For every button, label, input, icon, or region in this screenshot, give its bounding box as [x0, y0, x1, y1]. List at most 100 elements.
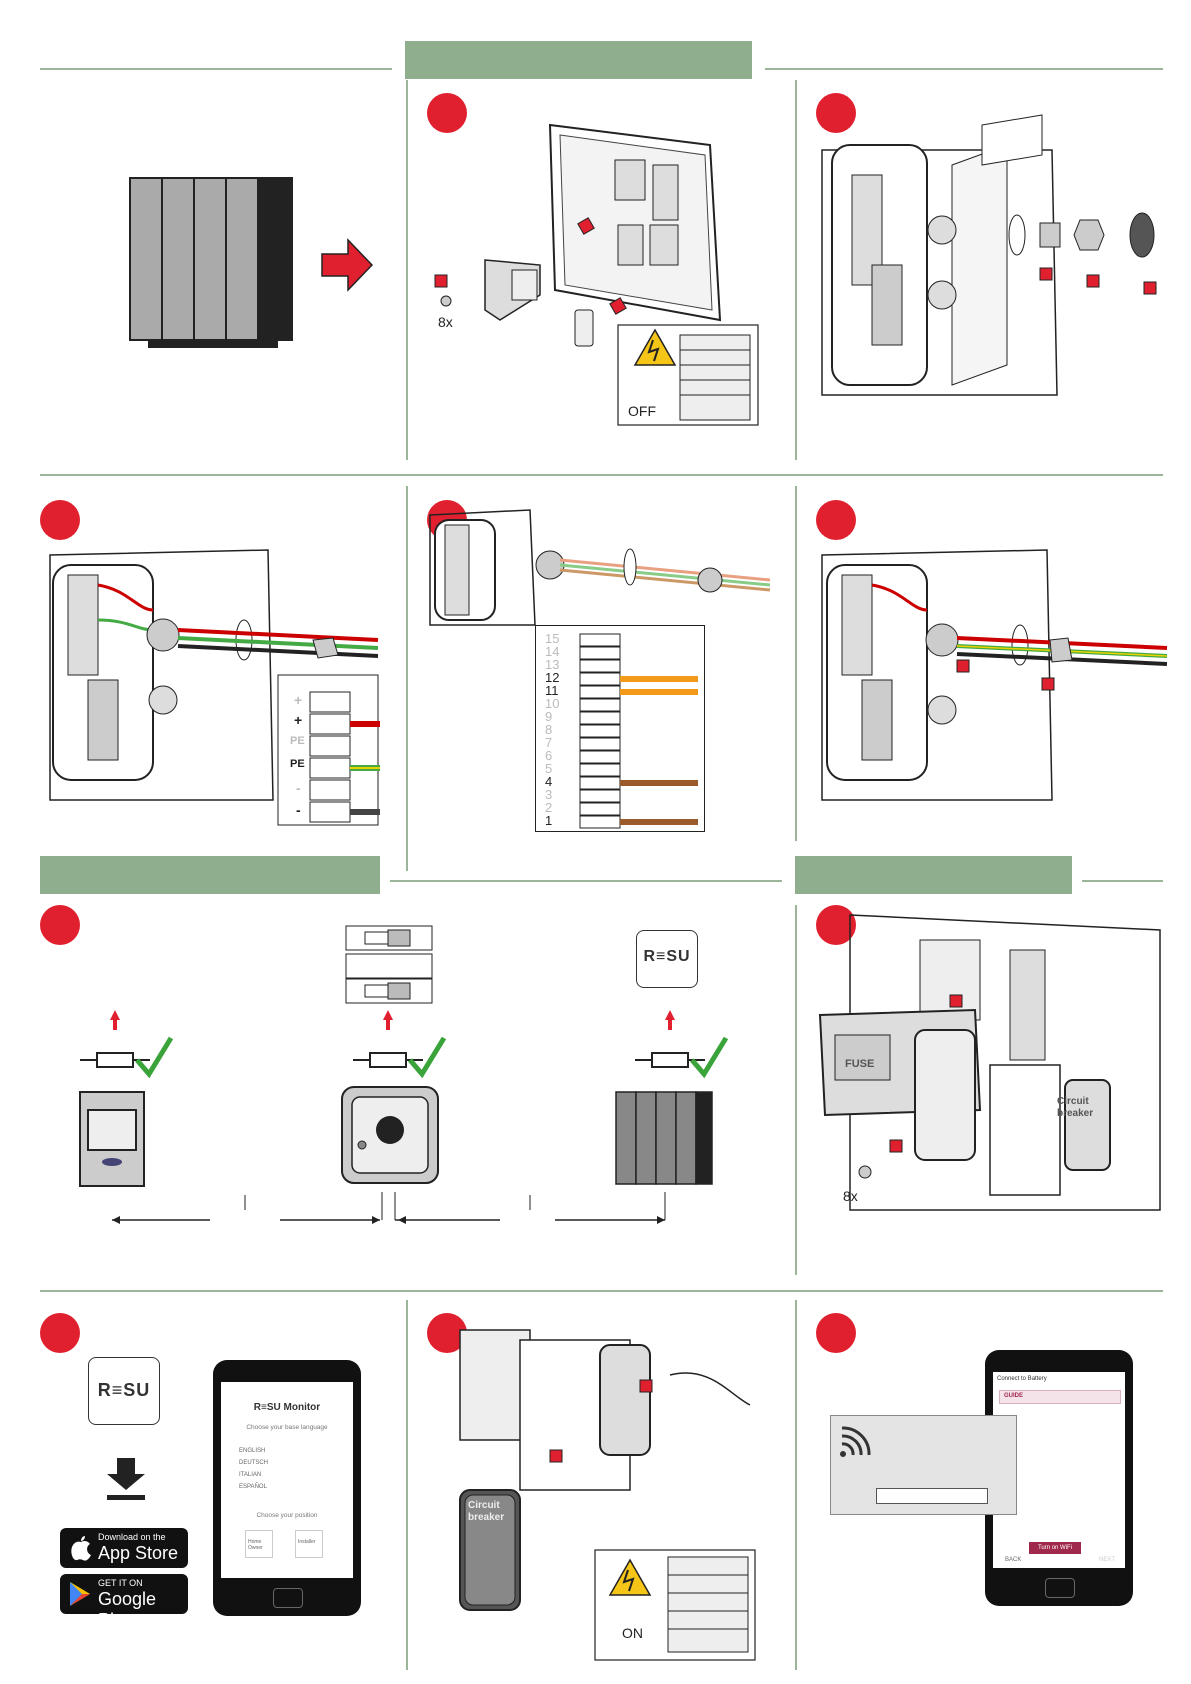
on-label: ON: [622, 1625, 643, 1641]
app-store-small: Download on the: [98, 1532, 166, 1542]
app-store-big: App Store: [98, 1543, 179, 1563]
terminal-slot: [579, 711, 621, 725]
circuit-breaker-label: Circuit breaker: [468, 1500, 505, 1523]
divider-row4: [40, 1290, 1163, 1292]
google-play-big: Google Play: [98, 1589, 157, 1630]
resu-app-logo: R≡SU: [97, 1380, 151, 1400]
resistor-check-2: [353, 1010, 447, 1079]
play-icon: [70, 1582, 90, 1606]
step-marker: [816, 93, 856, 133]
terminal-slot: [579, 646, 621, 660]
polarity-label: +: [294, 692, 303, 708]
guide-header[interactable]: GUIDE: [999, 1390, 1121, 1404]
google-play-small: GET IT ON: [98, 1578, 143, 1588]
step-marker: [816, 1313, 856, 1353]
terminal-slot: [579, 815, 621, 829]
vdiv-2: [795, 80, 797, 460]
download-icon: [107, 1458, 145, 1500]
terminal-slot: [579, 763, 621, 777]
app-store-button[interactable]: Download on the App Store: [60, 1528, 188, 1568]
terminal-number: 8: [545, 722, 553, 737]
terminal-number: 15: [545, 631, 560, 646]
resu-app-logo-box: [88, 1357, 160, 1425]
divider-top-left: [40, 68, 392, 70]
terminal-slot: [579, 698, 621, 712]
vdiv-6: [406, 1300, 408, 1670]
language-option[interactable]: ESPAÑOL: [239, 1484, 267, 1490]
terminal-slot: [579, 802, 621, 816]
polarity-terminal-block: [309, 691, 380, 823]
turn-on-wifi-button[interactable]: Turn on WiFi: [1029, 1542, 1081, 1554]
cable-insertion-illustration: [821, 549, 1168, 801]
next-link[interactable]: NEXT: [1099, 1557, 1116, 1563]
divider-row2: [40, 474, 1163, 476]
terminal-slot: [579, 737, 621, 751]
cable-gland-assembly-illustration: [821, 114, 1157, 396]
terminal-number: 6: [545, 748, 553, 763]
meter-device-icon: [79, 1091, 145, 1187]
app-title: R≡SU Monitor: [253, 1402, 321, 1413]
terminal-number: 2: [545, 800, 553, 815]
home-button[interactable]: [1045, 1578, 1075, 1598]
divider-row3-mid: [390, 880, 782, 882]
quantity-label: 8x: [438, 314, 453, 330]
step-marker: [427, 93, 467, 133]
vdiv-5: [795, 905, 797, 1275]
phone-screen: R≡SU Monitor Choose your base language E…: [221, 1382, 353, 1578]
home-button[interactable]: [273, 1588, 303, 1608]
terminal-slot: [579, 672, 621, 686]
breaker-on-illustration: [459, 1329, 756, 1661]
terminal-number: 14: [545, 644, 560, 659]
terminal-slot: [579, 789, 621, 803]
password-field: [876, 1488, 988, 1504]
section-band-right: [795, 856, 1072, 894]
divider-row3-right: [1082, 880, 1163, 882]
google-play-button[interactable]: GET IT ON Google Play: [60, 1574, 188, 1630]
enclosure-cover-removal-illustration: [434, 123, 759, 426]
terminal-number: 5: [545, 761, 553, 776]
polarity-label: +: [294, 712, 303, 728]
terminal-slot: [579, 724, 621, 738]
polarity-label: -: [296, 780, 301, 796]
language-option[interactable]: ENGLISH: [239, 1448, 266, 1454]
resu-logo: R≡SU: [643, 948, 691, 965]
terminal-number: 3: [545, 787, 553, 802]
polarity-label: -: [296, 802, 301, 818]
off-label: OFF: [628, 403, 656, 419]
language-option[interactable]: ITALIAN: [239, 1472, 262, 1478]
connect-title: Connect to Battery: [997, 1376, 1047, 1382]
switch-position-top: [345, 925, 433, 979]
app-subtitle: Choose your base language: [246, 1424, 328, 1431]
resu-logo-box: [636, 930, 698, 988]
battery-module-illustration: [129, 177, 293, 348]
terminal-grid: [579, 633, 698, 829]
terminal-number: 11: [545, 683, 559, 698]
switch-position-bottom: [345, 978, 433, 1004]
wifi-label-card: [830, 1415, 1017, 1515]
back-link[interactable]: BACK: [1005, 1557, 1022, 1563]
terminal-slot: [579, 685, 621, 699]
option-installer[interactable]: Installer: [295, 1530, 323, 1558]
vdiv-3: [406, 486, 408, 871]
connection-arrows: [112, 1192, 666, 1224]
terminal-slot: [579, 776, 621, 790]
apple-icon: [71, 1536, 91, 1561]
step-marker: [40, 905, 80, 945]
wifi-icon: [840, 1426, 871, 1457]
step-marker: [40, 500, 80, 540]
terminal-slot: [579, 750, 621, 764]
terminal-number: 9: [545, 709, 553, 724]
cover-reinstall-illustration: [818, 914, 1161, 1211]
terminal-number: 10: [545, 696, 560, 711]
terminal-number: 4: [545, 774, 553, 789]
option-home-owner[interactable]: Home Owner: [245, 1530, 273, 1558]
circuit-breaker-label: Circuit breaker: [1057, 1096, 1094, 1119]
step-marker: [40, 1313, 80, 1353]
language-option[interactable]: DEUTSCH: [239, 1460, 269, 1466]
fuse-label: FUSE: [845, 1058, 875, 1070]
right-arrow-icon: [321, 238, 374, 292]
quantity-label: 8x: [843, 1188, 858, 1204]
phone-app-setup: R≡SU Monitor Choose your base language E…: [213, 1360, 361, 1616]
polarity-label: PE: [290, 735, 305, 747]
divider-top-right: [765, 68, 1163, 70]
